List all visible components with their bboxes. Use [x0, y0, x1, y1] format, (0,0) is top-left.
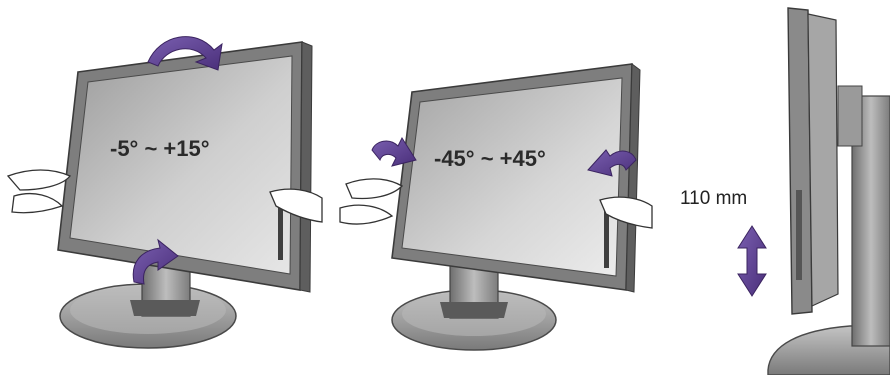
height-adjust-label: 110 mm: [680, 188, 747, 209]
tilt-monitor: -5° ~ +15°: [8, 37, 322, 348]
swivel-monitor: -45° ~ +45°: [340, 64, 652, 350]
swivel-range-label: -45° ~ +45°: [434, 146, 546, 171]
monitor-panel: [392, 64, 640, 292]
height-monitor: 110 mm: [680, 8, 890, 375]
height-arrow-icon: [738, 226, 766, 296]
monitor-panel: [58, 42, 312, 292]
monitor-panel: [788, 8, 838, 314]
tilt-range-label: -5° ~ +15°: [110, 136, 210, 161]
